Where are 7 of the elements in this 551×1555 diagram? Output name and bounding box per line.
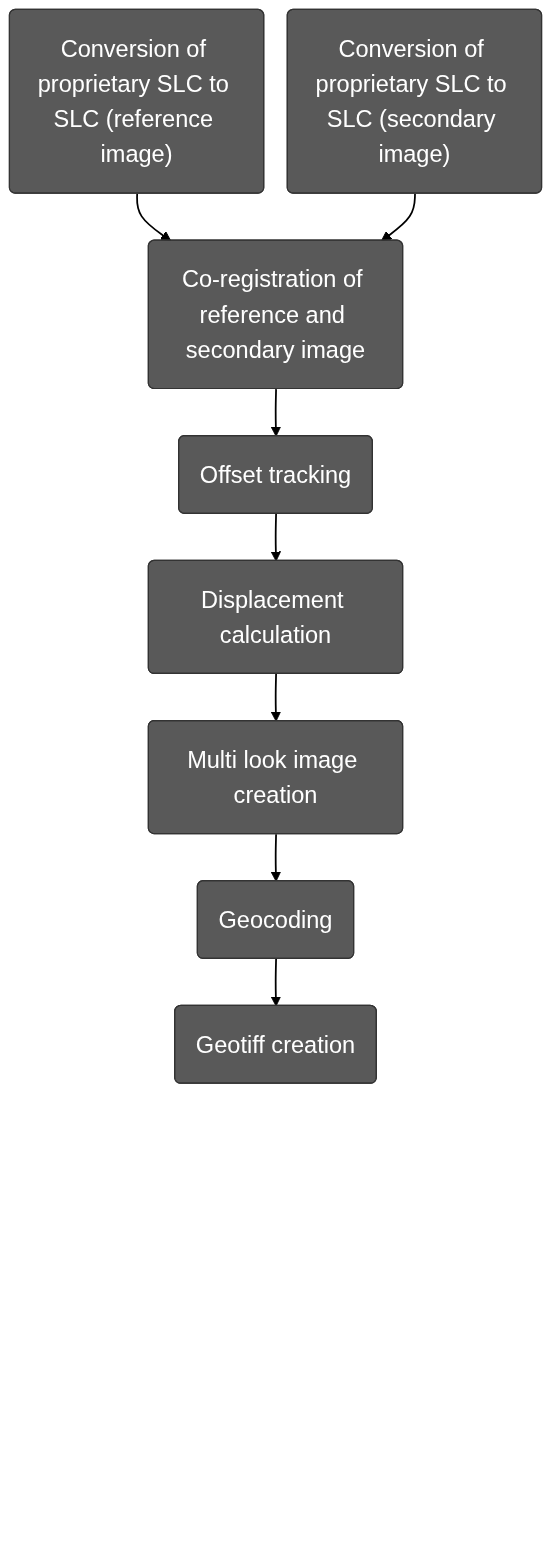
arrow	[270, 958, 282, 1007]
arrow	[270, 673, 282, 722]
arrow	[136, 192, 172, 242]
arrow	[270, 513, 282, 562]
arrow	[381, 192, 416, 242]
arrow	[270, 388, 282, 437]
arrow	[270, 833, 282, 882]
